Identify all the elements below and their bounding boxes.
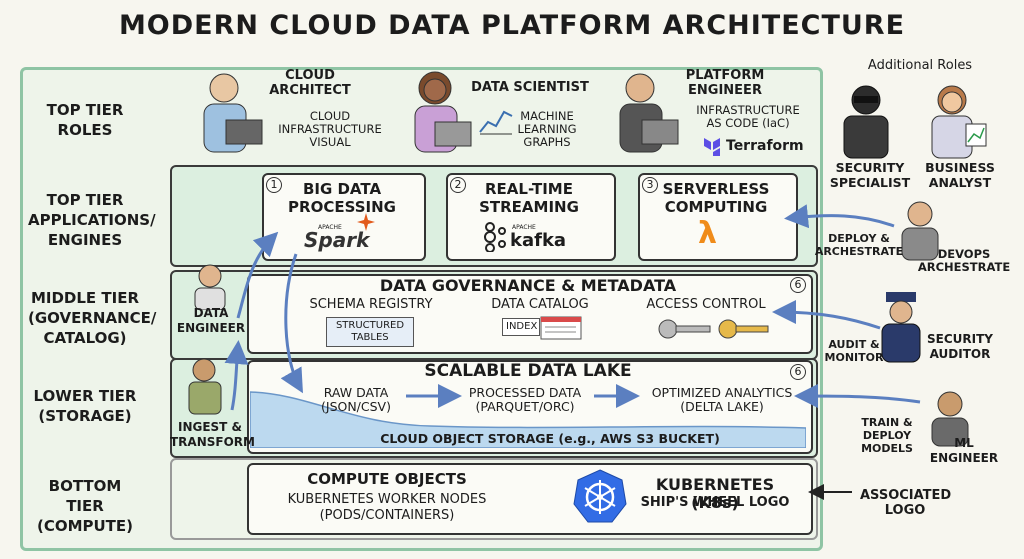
kubernetes-subtitle: SHIP'S WHEEL LOGO [640,495,790,510]
data-scientist-subtitle: MACHINE LEARNING GRAPHS [517,109,577,149]
kafka-icon [484,222,506,252]
kubernetes-title: KUBERNETES (K8s) [655,475,775,512]
cloud-architect-title: CLOUD ARCHITECT [269,68,351,98]
app-panel-big-data [262,173,426,261]
ingest-transform-label: INGEST & TRANSFORM [170,420,255,449]
tier-label-top-apps: TOP TIER APPLICATIONS/ ENGINES [28,191,156,249]
tier-label-lower: LOWER TIER (STORAGE) [33,387,137,425]
governance-panel [247,274,813,354]
ml-graph-icon [479,110,513,135]
business-analyst-avatar [931,85,987,159]
audit-monitor-label: AUDIT & MONITOR [824,338,884,364]
app-title-serverless: SERVERLESS COMPUTING [662,180,770,216]
keys-icon [658,319,769,339]
compute-panel [247,463,813,535]
ingest-to-engineer-arrow [224,340,249,411]
access-control-label: ACCESS CONTROL [646,297,766,312]
ml-arrow [794,384,921,409]
app-number-1: 1 [266,177,282,193]
data-engineer-avatar [194,264,226,310]
app-panel-serverless [638,173,798,261]
tier-label-middle: MIDDLE TIER (GOVERNANCE/ CATALOG) [28,289,157,347]
data-scientist-title: DATA SCIENTIST [471,80,589,95]
data-catalog-label: DATA CATALOG [491,297,589,312]
schema-registry-label: SCHEMA REGISTRY [309,297,433,312]
optimized-analytics-label: OPTIMIZED ANALYTICS (DELTA LAKE) [651,385,793,414]
ml-engineer-avatar [931,391,969,447]
train-deploy-label: TRAIN & DEPLOY MODELS [861,416,913,455]
security-auditor-avatar [881,292,921,363]
security-auditor-label: SECURITY AUDITOR [927,332,993,361]
ml-engineer-label: ML ENGINEER [929,436,999,465]
governance-title: DATA GOVERNANCE & METADATA [379,276,677,295]
spark-logo-small: APACHE [318,224,342,231]
data-lake-title: SCALABLE DATA LAKE [424,361,632,381]
structured-tables-tag: STRUCTURED TABLES [326,317,414,347]
security-specialist-avatar [843,85,889,159]
platform-engineer-title: PLATFORM ENGINEER [685,68,765,98]
terraform-icon [704,138,720,156]
spark-to-lake-arrow [280,253,303,394]
deploy-archestrate-label: DEPLOY & ARCHESTRATE [814,232,904,258]
business-analyst-label: BUSINESS ANALYST [925,160,995,190]
platform-engineer-avatar [619,73,679,153]
tier-label-bottom: BOTTOM TIER (COMPUTE) [36,477,134,535]
data-engineer-label: DATA ENGINEER [176,306,246,335]
data-scientist-avatar [414,71,472,153]
data-lake-number: 6 [790,364,806,380]
devops-avatar [901,201,939,261]
engineer-to-spark-arrow [236,231,279,319]
auditor-arrow [772,300,881,330]
cloud-object-storage-label: CLOUD OBJECT STORAGE (e.g., AWS S3 BUCKE… [380,431,720,446]
security-specialist-label: SECURITY SPECIALIST [829,160,911,190]
catalog-window-icon [540,316,582,340]
compute-subtitle: KUBERNETES WORKER NODES (PODS/CONTAINERS… [287,492,487,523]
app-number-3: 3 [642,177,658,193]
cloud-architect-subtitle: CLOUD INFRASTRUCTURE VISUAL [278,109,382,149]
storage-river [250,391,806,448]
kubernetes-wheel-icon [573,469,627,523]
app-title-big-data: BIG DATA PROCESSING [288,180,396,216]
app-title-streaming: REAL-TIME STREAMING [479,180,579,216]
compute-title: COMPUTE OBJECTS [307,470,467,488]
lambda-logo: λ [698,216,717,251]
index-card: INDEX [502,318,540,336]
kafka-logo-text: kafka [510,230,567,251]
raw-data-label: RAW DATA (JSON/CSV) [321,385,391,414]
app-panel-streaming [446,173,616,261]
devops-label: DEVOPS ARCHESTRATE [917,247,1011,274]
processed-data-label: PROCESSED DATA (PARQUET/ORC) [468,385,582,414]
spark-star-icon [357,213,375,231]
governance-number: 6 [790,277,806,293]
platform-engineer-subtitle: INFRASTRUCTURE AS CODE (IaC) [696,103,800,130]
cloud-architect-avatar [203,73,263,153]
page-title: MODERN CLOUD DATA PLATFORM ARCHITECTURE [118,10,906,41]
spark-logo-text: Spark [304,228,370,252]
associated-logo-label: ASSOCIATED LOGO [860,488,952,518]
ingest-engineer-avatar [188,358,222,415]
devops-arrow [784,204,895,229]
additional-roles-heading: Additional Roles [867,58,973,73]
kafka-logo-small: APACHE [512,224,536,231]
tier-label-top-roles: TOP TIER ROLES [46,101,124,139]
terraform-logo-text: Terraform [726,138,804,154]
app-number-2: 2 [450,177,466,193]
